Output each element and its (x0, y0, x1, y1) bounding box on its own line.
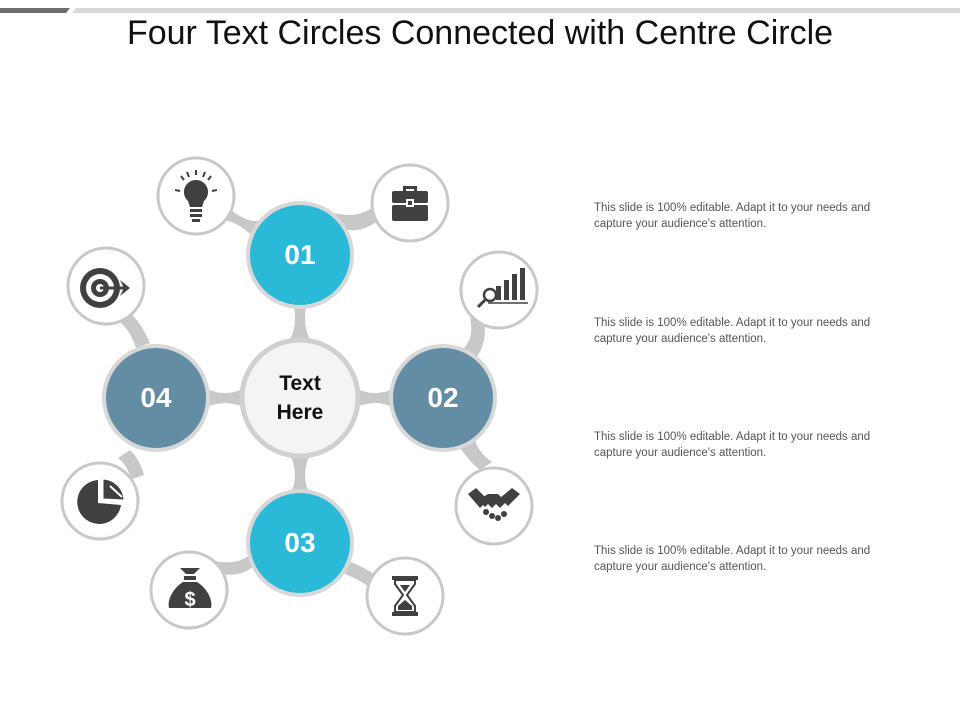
money-bag-icon: $ (168, 568, 212, 611)
growth-chart-magnifier-icon (476, 268, 528, 309)
number-circle-02 (389, 344, 497, 452)
description-01: This slide is 100% editable. Adapt it to… (594, 202, 871, 230)
slide-title: Four Text Circles Connected with Centre … (126, 14, 834, 52)
icon-circle-group (60, 156, 539, 636)
number-label-01: 01 (284, 239, 316, 270)
light-bulb-icon (174, 170, 218, 222)
number-circle-03 (246, 489, 354, 597)
hourglass-icon (392, 576, 418, 616)
description-03: This slide is 100% editable. Adapt it to… (594, 431, 871, 459)
target-icon (80, 268, 130, 308)
handshake-icon (468, 488, 520, 521)
briefcase-icon (392, 186, 428, 221)
number-label-04: 04 (140, 382, 172, 413)
pie-chart-icon (77, 478, 125, 524)
centre-circle (239, 337, 361, 459)
description-02: This slide is 100% editable. Adapt it to… (594, 317, 871, 345)
description-04: This slide is 100% editable. Adapt it to… (594, 545, 871, 573)
top-accent-bar (0, 0, 960, 13)
centre-text: Text Here (242, 340, 358, 456)
centre-text-label: Text Here (276, 372, 324, 424)
number-label-02: 02 (427, 382, 459, 413)
number-label-03: 03 (284, 527, 316, 558)
number-circle-01 (246, 201, 354, 309)
number-circle-04 (102, 344, 210, 452)
svg-text:$: $ (184, 589, 195, 611)
